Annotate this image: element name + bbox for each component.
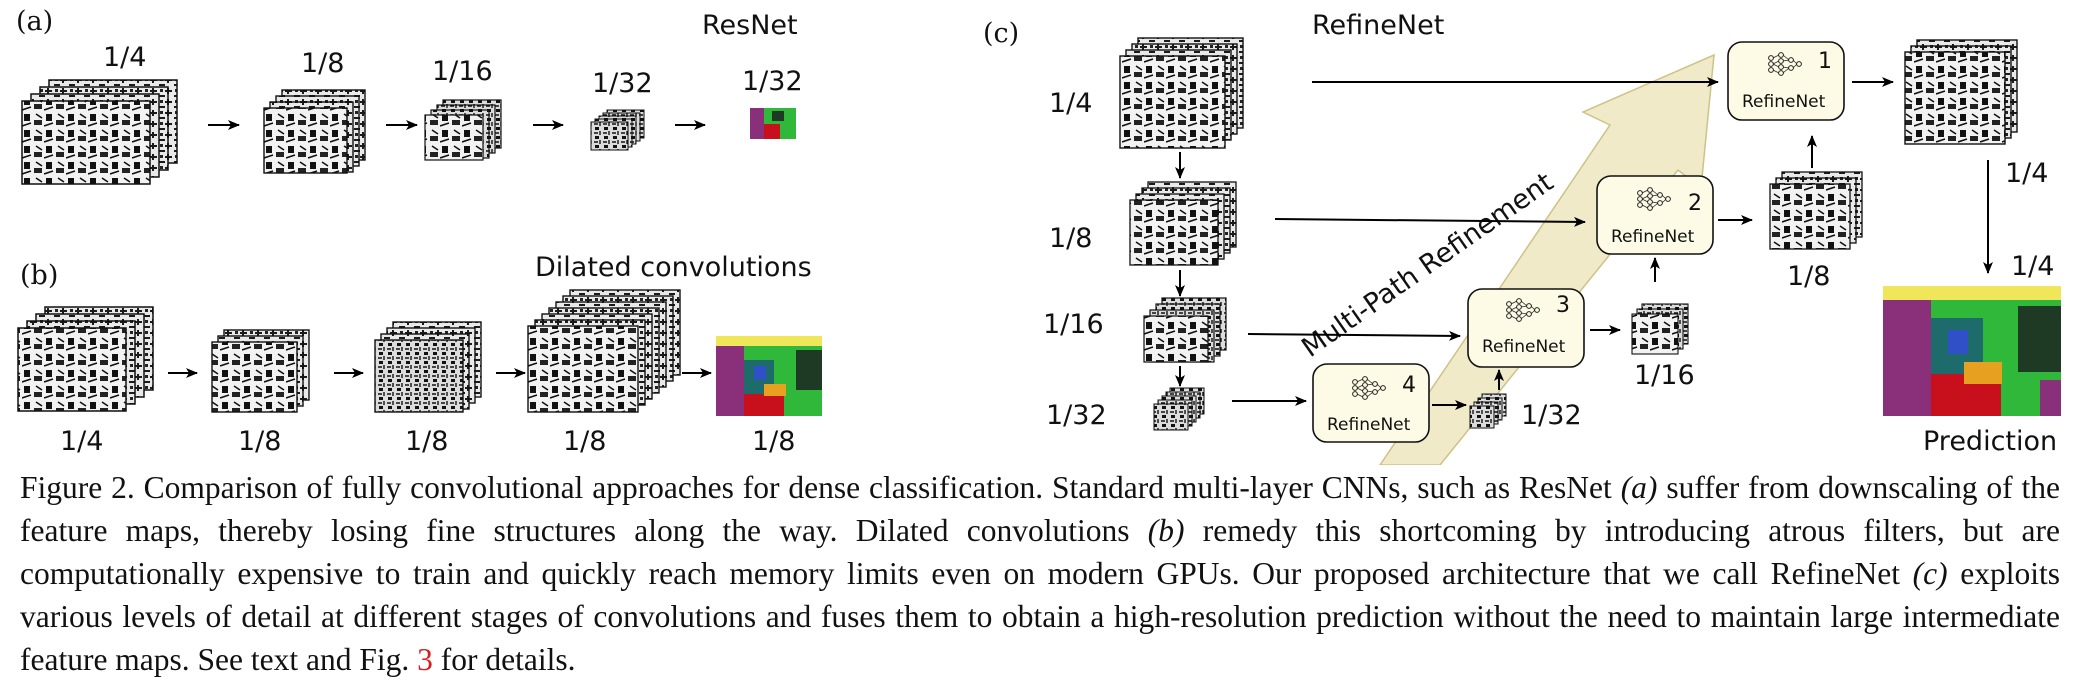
prediction-scale: 1/4 [2011,251,2054,282]
refinenet-output-1 [1904,39,2018,145]
refinenet-block-2-label: RefineNet [1611,227,1695,247]
panel-c: (c) RefineNet Multi-Path Refinement 1/4 … [983,10,2061,465]
caption-text-3: remedy this shortcoming by introducing a… [20,513,2060,591]
feature-stack-b-3 [374,321,482,413]
refinenet-block-1: 1 RefineNet [1727,41,1845,121]
panel-c-tag: (c) [983,18,1019,49]
caption-text-2: suffer from downscaling of the feature m… [20,470,2060,548]
segmentation-output-a [750,108,796,139]
caption-text-4: exploits various levels of detail at dif… [20,556,2060,677]
caption-ref-a: (a) [1620,470,1658,505]
caption-ref-b: (b) [1147,513,1185,548]
panel-b-scale-5: 1/8 [752,426,795,457]
caption-ref-c: (c) [1912,556,1948,591]
panel-c-title: RefineNet [1312,10,1444,41]
feature-stack-b-2 [211,329,310,413]
panel-a-scale-2: 1/8 [301,48,344,79]
refinenet-output-3 [1631,303,1689,355]
segmentation-output-b [716,336,822,416]
refinenet-output-2 [1769,171,1863,250]
backbone-scale-1: 1/4 [1049,88,1092,119]
figure-caption: Figure 2. Comparison of fully convolutio… [20,466,2060,681]
figure-diagram: (a) ResNet 1/4 1/8 1/16 [16,6,2061,465]
panel-a: (a) ResNet 1/4 1/8 1/16 [16,6,803,185]
feature-stack-a-3 [424,99,502,161]
refinenet-block-2-number: 2 [1688,191,1702,216]
refinenet-block-1-number: 1 [1818,49,1832,74]
panel-b-tag: (b) [20,260,58,291]
refinenet-block-3-label: RefineNet [1482,337,1566,357]
panel-b-scale-2: 1/8 [238,426,281,457]
feature-stack-a-1 [21,79,178,185]
panel-a-tag: (a) [16,6,53,37]
refinenet-block-2: 2 RefineNet [1596,175,1714,255]
panel-b-scale-3: 1/8 [405,426,448,457]
refinenet-block-3-number: 3 [1556,293,1570,318]
panel-b-scale-1: 1/4 [60,426,103,457]
backbone-scale-2: 1/8 [1049,223,1092,254]
backbone-stack-1 [1119,37,1244,149]
backbone-stack-2 [1129,181,1237,266]
refinenet-block-4-number: 4 [1402,373,1416,398]
refinenet-output-scale-2: 1/8 [1787,261,1830,292]
backbone-stack-3 [1143,297,1227,363]
refinenet-output-scale-4: 1/32 [1521,400,1582,431]
refinenet-block-4-label: RefineNet [1327,415,1411,435]
panel-b: (b) Dilated convolutions 1/4 1/8 1/8 [17,252,822,457]
backbone-scale-3: 1/16 [1043,309,1104,340]
panel-a-title: ResNet [702,10,798,41]
panel-a-scale-1: 1/4 [103,42,146,73]
refinenet-output-scale-3: 1/16 [1634,360,1695,391]
refinenet-block-3: 3 RefineNet [1467,288,1585,368]
backbone-stack-4 [1153,387,1205,431]
refinenet-block-4: 4 RefineNet [1312,363,1430,443]
panel-a-scale-3: 1/16 [432,56,493,87]
panel-a-scale-4: 1/32 [592,68,653,99]
prediction-label: Prediction [1923,426,2057,457]
refinenet-output-4 [1469,393,1507,429]
panel-b-title: Dilated convolutions [535,252,812,283]
backbone-scale-4: 1/32 [1046,400,1107,431]
refinenet-block-1-label: RefineNet [1742,92,1826,112]
feature-stack-a-4 [590,109,645,151]
panel-b-scale-4: 1/8 [563,426,606,457]
caption-figure-link[interactable]: 3 [417,642,433,677]
feature-stack-a-2 [263,89,366,174]
refinenet-output-scale-1: 1/4 [2005,158,2048,189]
prediction-segmentation [1883,286,2061,416]
panel-a-scale-5: 1/32 [742,66,803,97]
feature-stack-b-1 [17,306,154,412]
feature-stack-b-4 [527,289,681,413]
caption-text-1: Figure 2. Comparison of fully convolutio… [20,470,1621,505]
caption-text-5: for details. [432,642,576,677]
